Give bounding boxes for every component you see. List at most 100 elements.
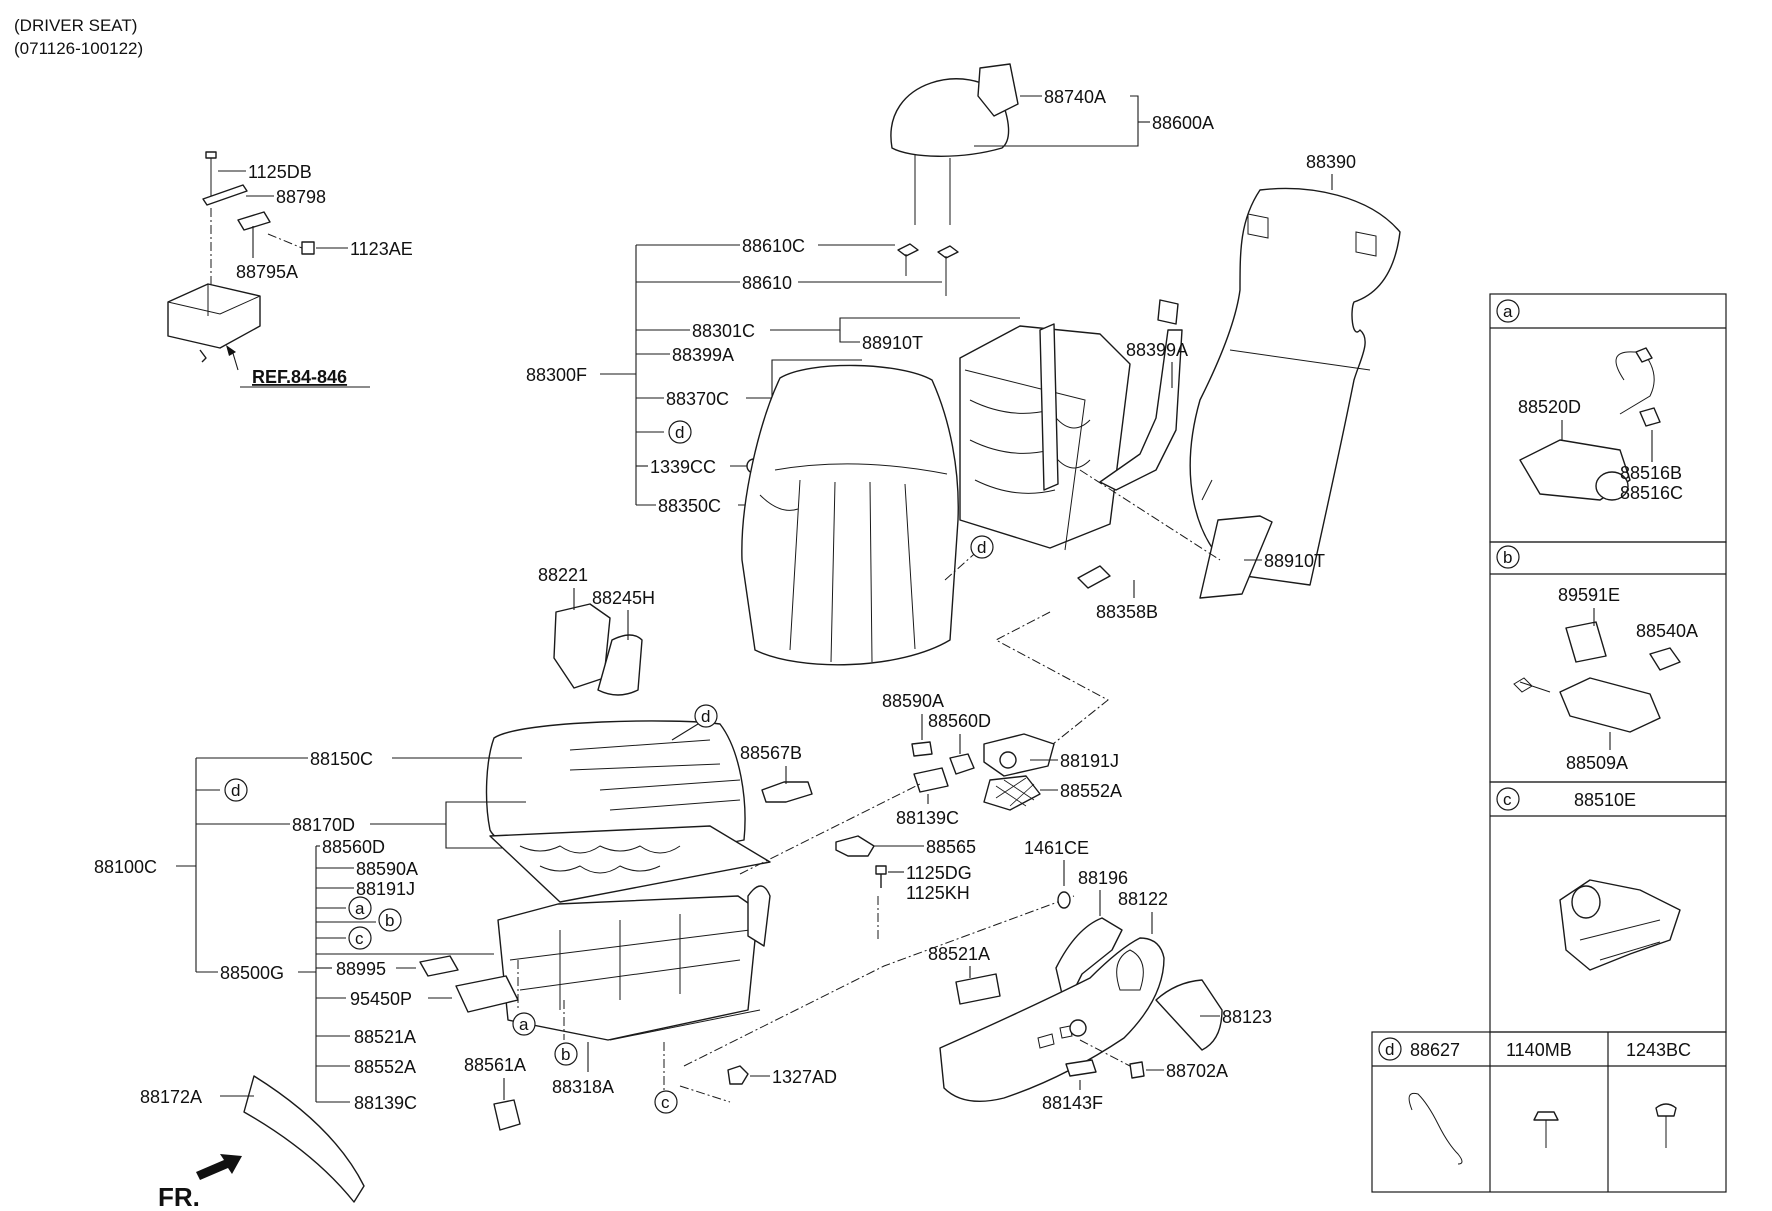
switch-88521A — [955, 973, 1001, 1005]
detail-box-a — [1489, 293, 1727, 543]
label-88399A-left: 88399A — [672, 345, 734, 365]
detail-marker-b-label: b — [1503, 548, 1512, 567]
label-88191J-mid: 88191J — [1060, 751, 1119, 771]
label-88610C: 88610C — [742, 236, 805, 256]
detail-marker-b — [1496, 545, 1520, 569]
marker-a-1-label: a — [355, 899, 365, 918]
part-88561A — [493, 1099, 521, 1131]
label-88123: 88123 — [1222, 1007, 1272, 1027]
label-88910T-top: 88910T — [862, 333, 923, 353]
nut-1327AD — [727, 1065, 749, 1085]
label-88143F: 88143F — [1042, 1093, 1103, 1113]
label-88399A-right: 88399A — [1126, 340, 1188, 360]
label-88567B: 88567B — [740, 743, 802, 763]
label-1123AE: 1123AE — [350, 239, 413, 259]
part-88565 — [835, 835, 875, 857]
label-1339CC: 1339CC — [650, 457, 716, 477]
marker-d-3 — [694, 704, 718, 728]
label-88370C: 88370C — [666, 389, 729, 409]
marker-c-2-label: c — [661, 1093, 670, 1112]
bolt-1125DG — [875, 865, 887, 888]
marker-b-1 — [378, 908, 402, 932]
label-88521A-left: 88521A — [354, 1027, 416, 1047]
label-88560D-left: 88560D — [322, 837, 385, 857]
diagram-date-range: (071126-100122) — [14, 39, 143, 58]
knob-88702A — [1129, 1061, 1145, 1079]
label-1125DB: 1125DB — [248, 162, 312, 182]
part-88567B — [761, 781, 813, 803]
seat-frame — [497, 885, 771, 1041]
motor-88520D — [1519, 347, 1661, 501]
detail-table-d — [1371, 1031, 1727, 1193]
label-88301C: 88301C — [692, 321, 755, 341]
armrest-pad — [1199, 515, 1273, 599]
label-1125KH: 1125KH — [906, 883, 970, 903]
detail-marker-a-label: a — [1503, 302, 1513, 321]
detail-88520D: 88520D — [1518, 397, 1581, 417]
label-88191J-left: 88191J — [356, 879, 415, 899]
label-88358B: 88358B — [1096, 602, 1158, 622]
bolt-1140MB-icon — [1533, 1111, 1559, 1148]
label-88565: 88565 — [926, 837, 976, 857]
detail-box-b — [1489, 541, 1727, 783]
label-88610: 88610 — [742, 273, 792, 293]
side-covers — [553, 603, 643, 696]
label-88170D: 88170D — [292, 815, 355, 835]
label-88139C-mid: 88139C — [896, 808, 959, 828]
label-88139C-left: 88139C — [354, 1093, 417, 1113]
screw-1243BC-icon — [1655, 1103, 1677, 1148]
label-88350C: 88350C — [658, 496, 721, 516]
bracket-assembly — [167, 151, 315, 371]
label-88552A-left: 88552A — [354, 1057, 416, 1077]
module-88995 — [419, 955, 459, 977]
label-88221: 88221 — [538, 565, 588, 585]
label-88560D-mid: 88560D — [928, 711, 991, 731]
detail-marker-d — [1378, 1037, 1402, 1061]
label-88300F: 88300F — [526, 365, 587, 385]
detail-88509A: 88509A — [1566, 753, 1628, 773]
side-shield — [939, 917, 1165, 1103]
label-88702A: 88702A — [1166, 1061, 1228, 1081]
marker-d-2 — [970, 535, 994, 559]
label-88245H: 88245H — [592, 588, 655, 608]
ref-label: REF.84-846 — [252, 367, 347, 387]
marker-a-2 — [512, 1012, 536, 1036]
label-88995: 88995 — [336, 959, 386, 979]
front-direction-label: FR. — [158, 1182, 200, 1211]
seat-cushion-pad — [489, 825, 771, 903]
detail-marker-c-label: c — [1503, 790, 1512, 809]
label-95450P: 95450P — [350, 989, 412, 1009]
label-88500G: 88500G — [220, 963, 284, 983]
diagram-title: (DRIVER SEAT) — [14, 16, 137, 35]
marker-d-3-label: d — [701, 707, 710, 726]
lumbar-pump — [1513, 621, 1681, 733]
marker-b-1-label: b — [385, 911, 394, 930]
seatback-cushion — [741, 364, 959, 666]
trim-88172A — [243, 1075, 365, 1203]
recliner-motor — [1559, 879, 1681, 971]
label-88590A-mid: 88590A — [882, 691, 944, 711]
marker-d-1-label: d — [675, 423, 684, 442]
headrest — [890, 63, 1019, 296]
detail-89591E: 89591E — [1558, 585, 1620, 605]
label-1125DG: 1125DG — [906, 863, 972, 883]
label-88552A-mid: 88552A — [1060, 781, 1122, 801]
detail-1243BC: 1243BC — [1626, 1040, 1691, 1060]
front-arrow-icon — [196, 1154, 242, 1180]
clip-88627-icon — [1408, 1092, 1463, 1165]
marker-b-2 — [554, 1042, 578, 1066]
label-1461CE: 1461CE — [1024, 838, 1089, 858]
marker-a-2-label: a — [519, 1015, 529, 1034]
label-88172A: 88172A — [140, 1087, 202, 1107]
knob-88143F — [1065, 1059, 1097, 1077]
detail-1140MB: 1140MB — [1506, 1040, 1572, 1060]
label-88561A: 88561A — [464, 1055, 526, 1075]
detail-88627: 88627 — [1410, 1040, 1460, 1060]
label-88600A: 88600A — [1152, 113, 1214, 133]
marker-b-2-label: b — [561, 1045, 570, 1064]
detail-88516B: 88516B — [1620, 463, 1682, 483]
label-88196: 88196 — [1078, 868, 1128, 888]
label-88910T-right: 88910T — [1264, 551, 1325, 571]
detail-88540A: 88540A — [1636, 621, 1698, 641]
